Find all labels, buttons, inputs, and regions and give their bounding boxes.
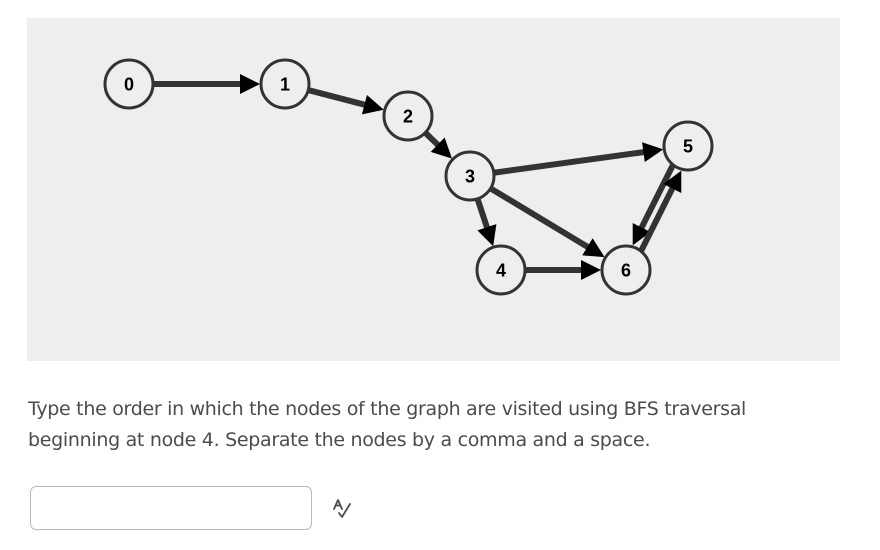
directed-graph: 0 1 2 3 4 5 6 [103, 58, 714, 296]
graph-figure: 0 1 2 3 4 5 6 [27, 18, 840, 361]
arrowhead-icon [430, 137, 453, 159]
edges [153, 74, 682, 280]
node-label: 4 [496, 261, 506, 281]
arrowhead-icon [642, 142, 664, 163]
node-label: 1 [280, 75, 290, 95]
bfs-answer-input[interactable] [30, 486, 312, 530]
arrowhead-icon [477, 224, 497, 247]
node-label: 3 [465, 167, 475, 187]
arrowhead-icon [581, 260, 601, 280]
node-label: 0 [124, 75, 134, 95]
graph-node-5: 5 [662, 120, 714, 172]
graph-node-6: 6 [600, 244, 652, 296]
node-label: 5 [683, 137, 693, 157]
edge-1-to-2 [307, 87, 373, 110]
arrowhead-icon [240, 74, 260, 94]
node-circle [382, 90, 434, 142]
node-label: 6 [621, 261, 631, 281]
question-text-after: . Separate the nodes by a comma and a sp… [213, 429, 651, 451]
graph-node-3: 3 [444, 150, 496, 202]
edge-6-to-5 [638, 179, 679, 253]
edge-3-to-5 [493, 148, 652, 176]
graph-node-1: 1 [259, 58, 311, 110]
node-circle [103, 58, 155, 110]
graph-node-2: 2 [382, 90, 434, 142]
edge-5-to-6 [635, 163, 676, 237]
question-text-before: Type the order in which the nodes of the… [28, 398, 747, 451]
node-circle [600, 244, 652, 296]
arrowhead-icon [632, 223, 651, 246]
arrowhead-icon [663, 170, 682, 193]
spell-check-icon[interactable] [331, 498, 353, 520]
arrowhead-icon [582, 238, 605, 258]
arrowhead-icon [361, 94, 384, 115]
node-circle [475, 244, 527, 296]
question-text: Type the order in which the nodes of the… [28, 394, 828, 456]
node-circle [444, 150, 496, 202]
graph-node-0: 0 [103, 58, 155, 110]
start-node-value: 4 [201, 429, 214, 451]
nodes: 0 1 2 3 4 5 6 [103, 58, 714, 296]
edge-3-to-6 [489, 185, 596, 254]
node-label: 2 [403, 107, 413, 127]
node-circle [259, 58, 311, 110]
graph-node-4: 4 [475, 244, 527, 296]
node-circle [662, 120, 714, 172]
